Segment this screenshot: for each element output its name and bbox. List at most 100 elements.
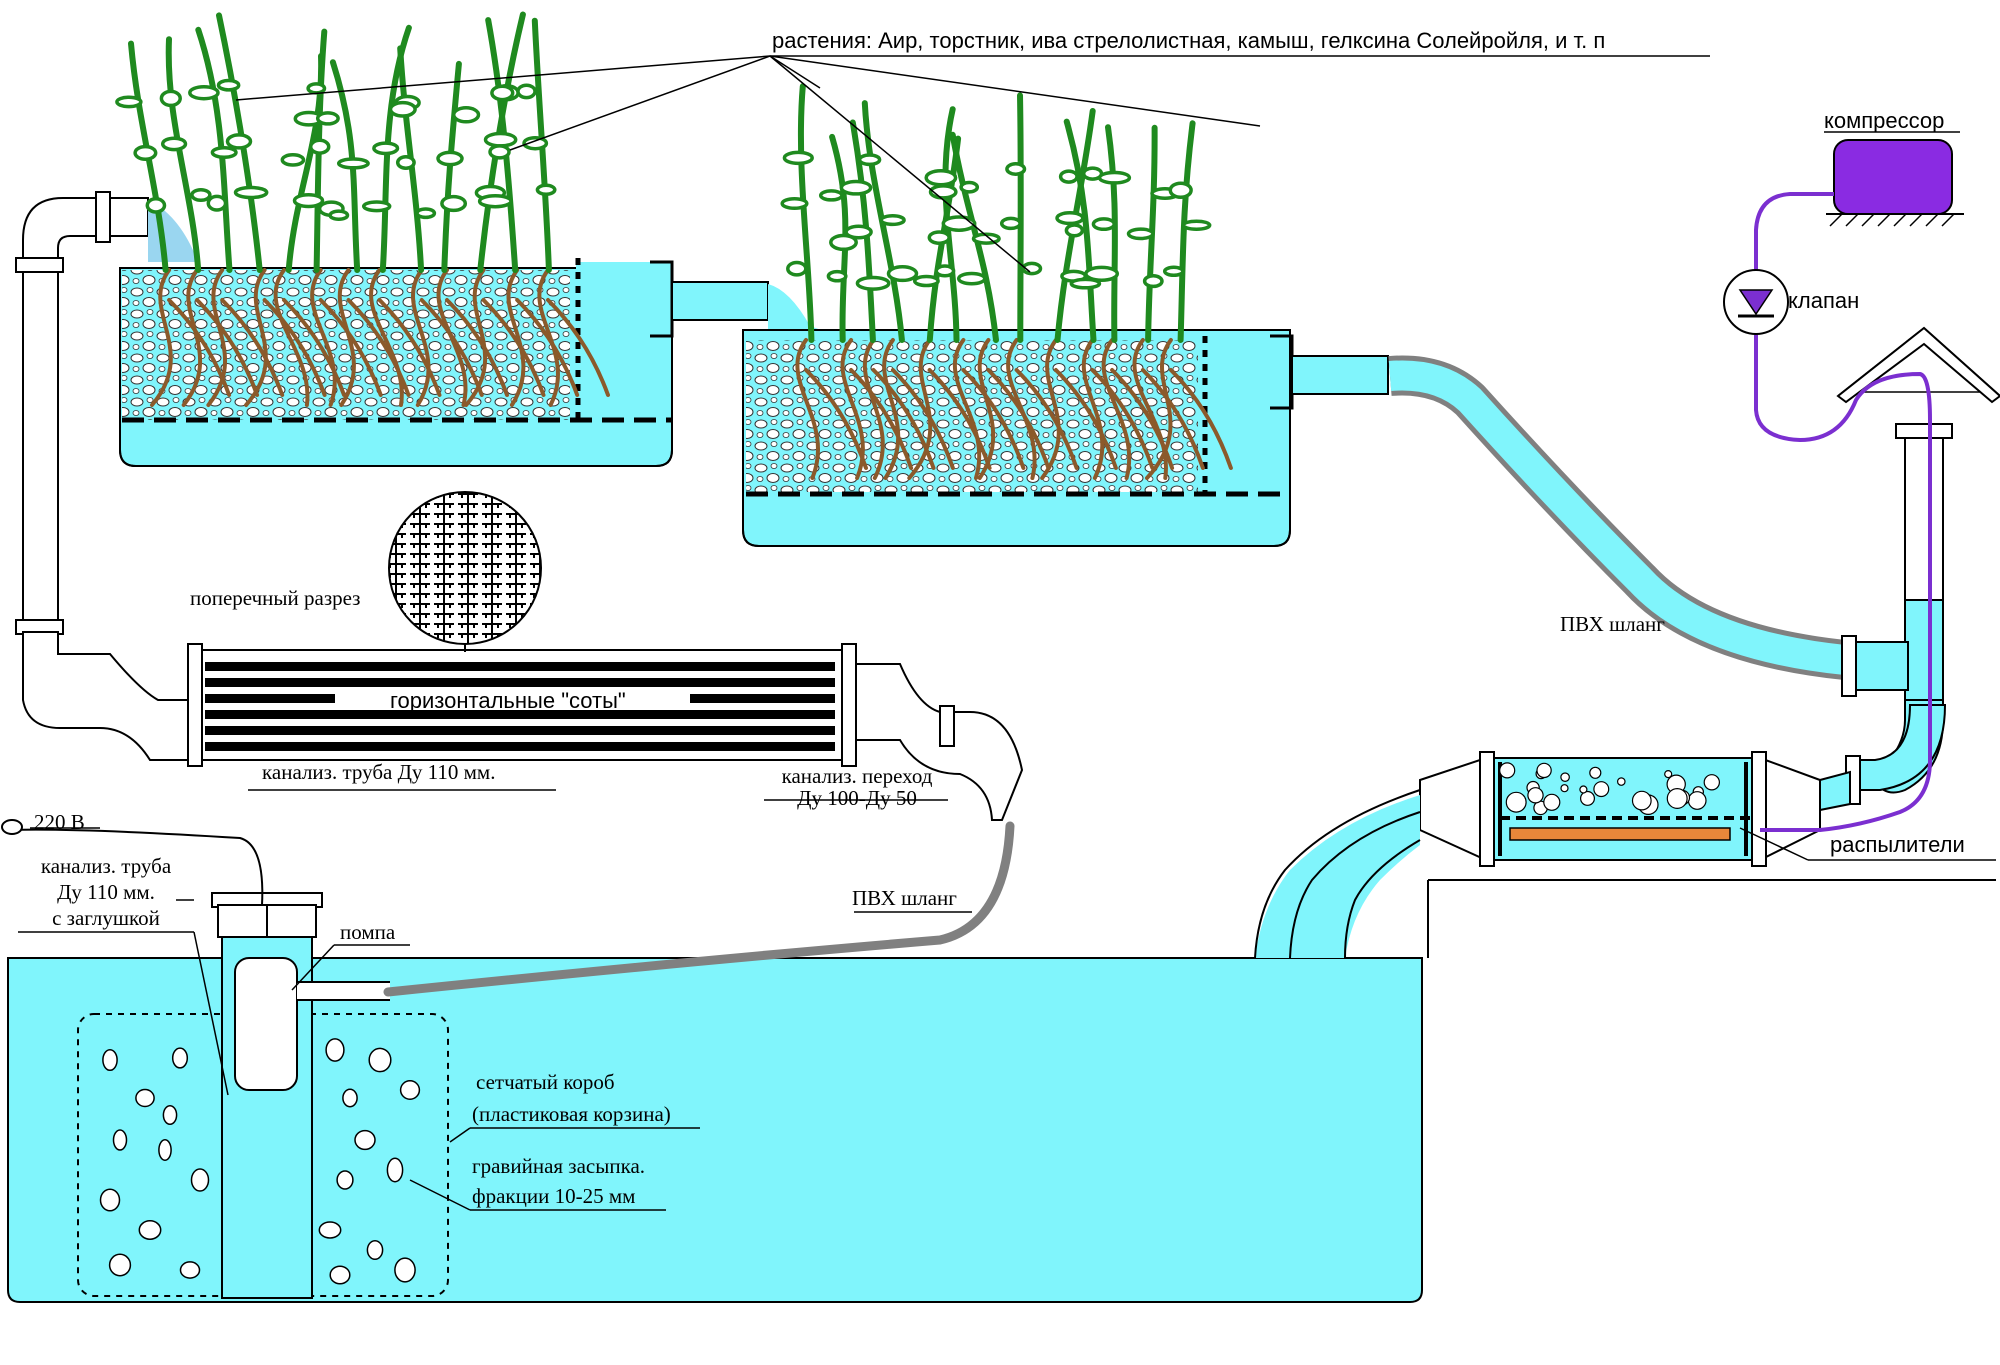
plant-leaf (1181, 219, 1212, 231)
valve-label: клапан (1788, 288, 1860, 313)
plant-leaf (924, 168, 958, 187)
plant-root (318, 298, 383, 397)
plant-stem (165, 36, 202, 273)
plant-leaf (1058, 169, 1079, 184)
plant-root (1040, 338, 1061, 480)
plant-leaf (216, 78, 241, 92)
plant-leaf (306, 82, 327, 95)
plant-leaf (395, 154, 416, 171)
plant-leaf (280, 153, 306, 167)
plant-stem (1063, 118, 1097, 343)
cross-section-label: поперечный разрез (190, 586, 361, 610)
plant-leaf (1162, 265, 1185, 278)
plant-root (1081, 338, 1105, 480)
plant-leaves (115, 78, 1212, 291)
air-bubble (1664, 769, 1673, 779)
plant-leaf (483, 131, 518, 148)
plant-root (1132, 338, 1168, 480)
air-bubble (1579, 785, 1588, 794)
plant-leaf (115, 95, 143, 109)
plant-leaf (886, 265, 919, 283)
plant-leaf (451, 106, 481, 124)
gravel-stone (112, 1129, 128, 1151)
plant-root (206, 268, 228, 407)
honeycomb-label: горизонтальные "соты" (390, 688, 626, 713)
plant-leaf (388, 100, 417, 118)
air-line (1754, 192, 1932, 832)
plant-root (337, 268, 356, 407)
adapter-label-1: канализ. переход (781, 764, 933, 788)
gravel-stone (318, 1221, 342, 1239)
plant-leaf (786, 260, 808, 277)
outflow-pipe (1254, 789, 1421, 959)
air-bubble (1631, 790, 1652, 811)
plant-leaf (941, 215, 977, 232)
plant-leaf (934, 264, 956, 278)
plant-root (1110, 368, 1175, 470)
plant-root (952, 338, 982, 480)
plant-root (907, 338, 933, 480)
plants-leader-lines (235, 55, 1710, 273)
plant-root (795, 338, 820, 480)
compressor (1826, 139, 1964, 227)
air-bubble (1703, 774, 1721, 791)
plant-leaf (210, 146, 238, 159)
air-bubble (1505, 791, 1527, 813)
plant-stem (441, 60, 462, 273)
plant-root (464, 268, 488, 407)
plant-root (1006, 338, 1037, 480)
gravel-label-2: фракции 10-25 мм (472, 1184, 636, 1208)
gravel-stone (366, 1239, 384, 1261)
plant-leaf (188, 84, 220, 101)
plant-leaf (782, 150, 814, 166)
plant-root (244, 268, 268, 407)
gravel-stone (386, 1157, 404, 1183)
plant-leaf (206, 194, 228, 212)
plant-leaf (959, 180, 980, 194)
capped-pipe-label-2: Ду 110 мм. (57, 880, 155, 904)
plant-leaf (415, 207, 437, 220)
plant-leaf (1021, 261, 1043, 276)
plant-leaf (372, 141, 400, 156)
plant-root (436, 268, 468, 407)
plant-root (220, 298, 285, 397)
plant-leaf (1168, 181, 1193, 199)
gravel-stone (325, 1038, 345, 1062)
plant-leaf (522, 135, 549, 151)
plant-leaf (826, 269, 848, 283)
plant-root (419, 298, 484, 397)
gravel-stone (399, 1080, 421, 1100)
plant-leaf (292, 192, 325, 209)
plant-leaf (233, 185, 269, 200)
air-bubble (1543, 793, 1561, 811)
plant-root (871, 368, 936, 470)
pump (234, 957, 390, 1091)
grow-bed-1 (119, 258, 838, 467)
plant-root (1101, 338, 1132, 480)
aeration-tube (1419, 751, 1851, 867)
plant-leaf (436, 150, 464, 167)
air-bubble (1560, 784, 1569, 793)
plant-leaf (1142, 274, 1164, 289)
plant-leaf (516, 83, 537, 100)
plant-leaf (912, 274, 940, 288)
voltage-label: 220 В (34, 810, 85, 834)
air-bubble (1593, 781, 1610, 798)
gravel-stone (336, 1170, 354, 1190)
plant-leaf (999, 216, 1022, 231)
plant-root (961, 368, 1026, 470)
plant-root (195, 298, 260, 397)
pvc-hose-lower (383, 821, 1015, 997)
plants-label: растения: Аир, торстник, ива стрелолистн… (772, 28, 1606, 53)
plant-leaf (818, 189, 844, 202)
power-cable (9, 828, 264, 906)
plant-leaf (308, 138, 331, 155)
air-bubbles (1499, 762, 1721, 816)
plant-root (882, 338, 901, 480)
air-bubble (1536, 762, 1552, 779)
gravel-stone (102, 1048, 118, 1072)
adapter-label-2: Ду 100-Ду 50 (797, 786, 917, 810)
plant-leaf (829, 233, 858, 252)
gravel-stone (354, 1129, 376, 1151)
